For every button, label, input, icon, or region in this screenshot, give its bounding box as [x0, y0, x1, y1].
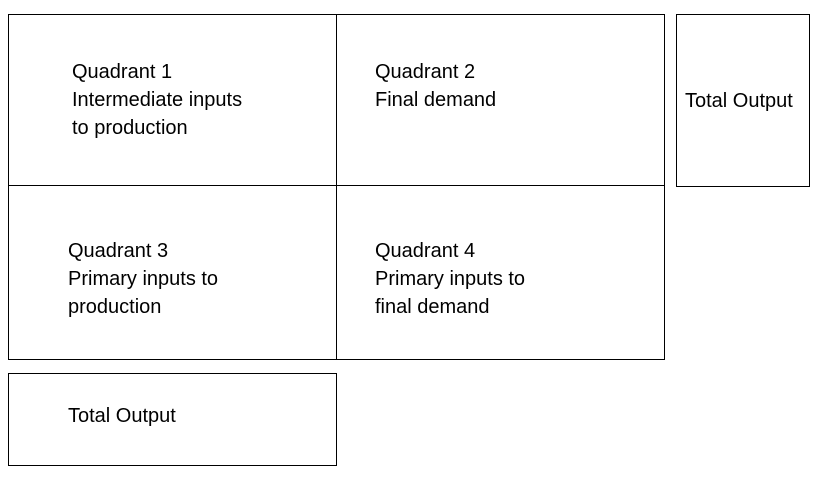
- quadrant-4-cell: Quadrant 4 Primary inputs to final deman…: [337, 186, 664, 359]
- total-output-right-label: Total Output: [685, 89, 793, 112]
- quadrant-grid: Quadrant 1 Intermediate inputs to produc…: [8, 14, 665, 360]
- quadrant-3-title: Quadrant 3: [68, 240, 169, 262]
- quadrant-2-cell: Quadrant 2 Final demand: [337, 15, 664, 186]
- quadrant-1-cell: Quadrant 1 Intermediate inputs to produc…: [9, 15, 337, 186]
- total-output-bottom-box: Total Output: [8, 373, 337, 466]
- quadrant-2-description-line-1: Final demand: [375, 89, 497, 111]
- quadrant-1-title: Quadrant 1: [72, 61, 173, 83]
- quadrant-3-cell: Quadrant 3 Primary inputs to production: [9, 186, 337, 359]
- quadrant-4-description-line-1: Primary inputs to: [375, 268, 526, 290]
- quadrant-3-description-line-2: production: [68, 296, 162, 318]
- quadrant-1-description-line-1: Intermediate inputs: [72, 89, 243, 111]
- quadrant-4-description-line-2: final demand: [375, 296, 490, 318]
- quadrant-3-description-line-1: Primary inputs to: [68, 268, 219, 290]
- total-output-right-box: Total Output: [676, 14, 810, 187]
- total-output-bottom-label: Total Output: [68, 404, 176, 427]
- quadrant-2-title: Quadrant 2: [375, 61, 476, 83]
- quadrant-1-description-line-2: to production: [72, 117, 188, 139]
- quadrant-4-title: Quadrant 4: [375, 240, 476, 262]
